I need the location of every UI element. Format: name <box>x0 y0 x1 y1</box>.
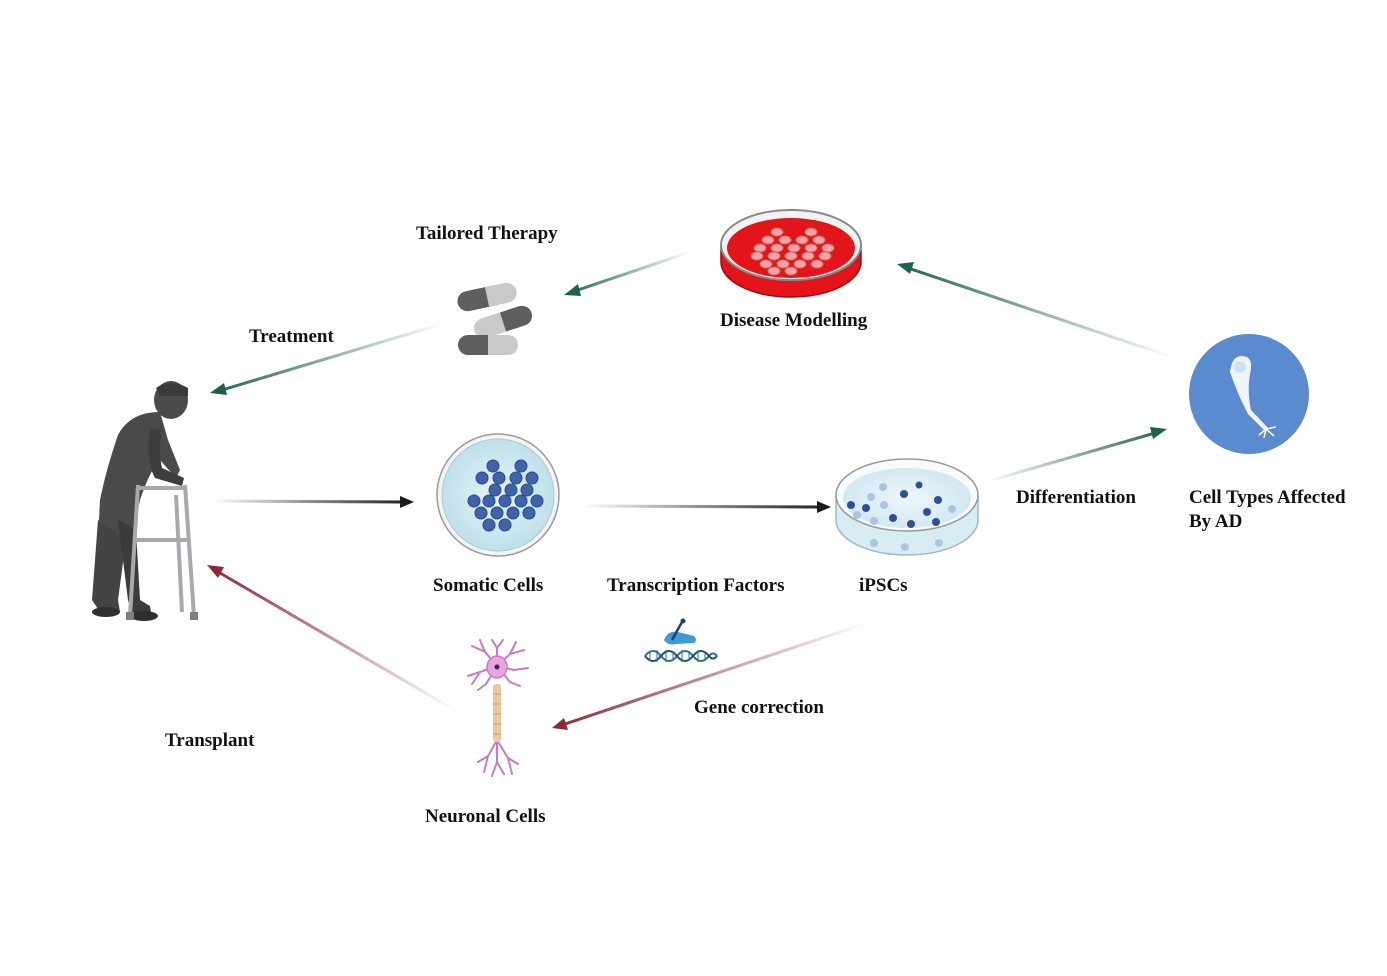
label-ipscs: iPSCs <box>859 575 908 596</box>
label-transplant: Transplant <box>165 730 255 751</box>
label-transcription-factors: Transcription Factors <box>607 575 785 596</box>
label-differentiation: Differentiation <box>1016 487 1136 508</box>
label-gene-correction: Gene correction <box>694 697 824 718</box>
label-cell-types-line1: Cell Types Affected <box>1189 487 1346 508</box>
label-tailored-therapy: Tailored Therapy <box>416 223 558 244</box>
neuronal-cell-icon <box>467 639 529 777</box>
elderly-person-with-walker-icon <box>92 381 198 621</box>
neuron-circle-icon <box>1189 334 1309 454</box>
ipsc-petri-dish-icon <box>835 458 979 556</box>
label-cell-types-line2: By AD <box>1189 511 1243 532</box>
arrow-somatic-to-ipsc <box>579 501 831 513</box>
arrow-patient-to-somatic <box>209 496 414 508</box>
label-neuronal-cells: Neuronal Cells <box>425 806 546 827</box>
arrow-ipsc-to-neuron <box>552 620 871 730</box>
arrow-disease-to-therapy <box>564 250 691 296</box>
dna-gene-editing-icon <box>644 618 718 662</box>
capsules-icon <box>457 282 533 355</box>
arrow-neuron-to-patient <box>207 565 459 714</box>
red-petri-dish-icon <box>720 209 862 298</box>
arrow-ipsc-to-celltypes <box>984 427 1167 484</box>
arrow-celltypes-to-disease <box>897 262 1176 360</box>
arrow-therapy-to-patient <box>210 321 446 395</box>
somatic-cells-dish-icon <box>436 433 560 557</box>
label-somatic-cells: Somatic Cells <box>433 575 544 596</box>
label-disease-modelling: Disease Modelling <box>720 310 868 331</box>
label-treatment: Treatment <box>249 326 334 347</box>
